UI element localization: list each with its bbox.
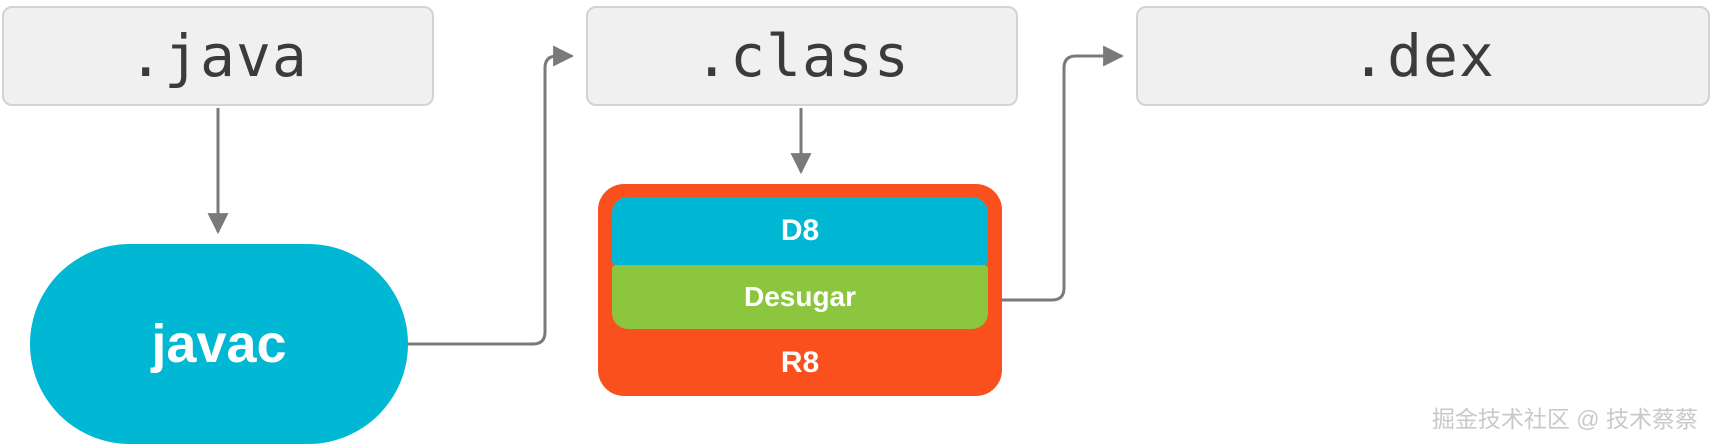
watermark: 掘金技术社区 @ 技术蔡蔡	[1431, 406, 1698, 432]
node-r8-container: D8 Desugar R8	[598, 184, 1002, 396]
node-d8: D8	[612, 197, 988, 265]
node-javac: javac	[30, 244, 408, 444]
node-class-file: .class	[586, 6, 1018, 106]
node-desugar: Desugar	[612, 265, 988, 329]
edge-r8-to-dex	[1002, 45, 1125, 302]
node-r8-label: R8	[780, 345, 820, 379]
node-dex-file: .dex	[1136, 6, 1710, 106]
node-java-file: ​.java	[2, 6, 434, 106]
